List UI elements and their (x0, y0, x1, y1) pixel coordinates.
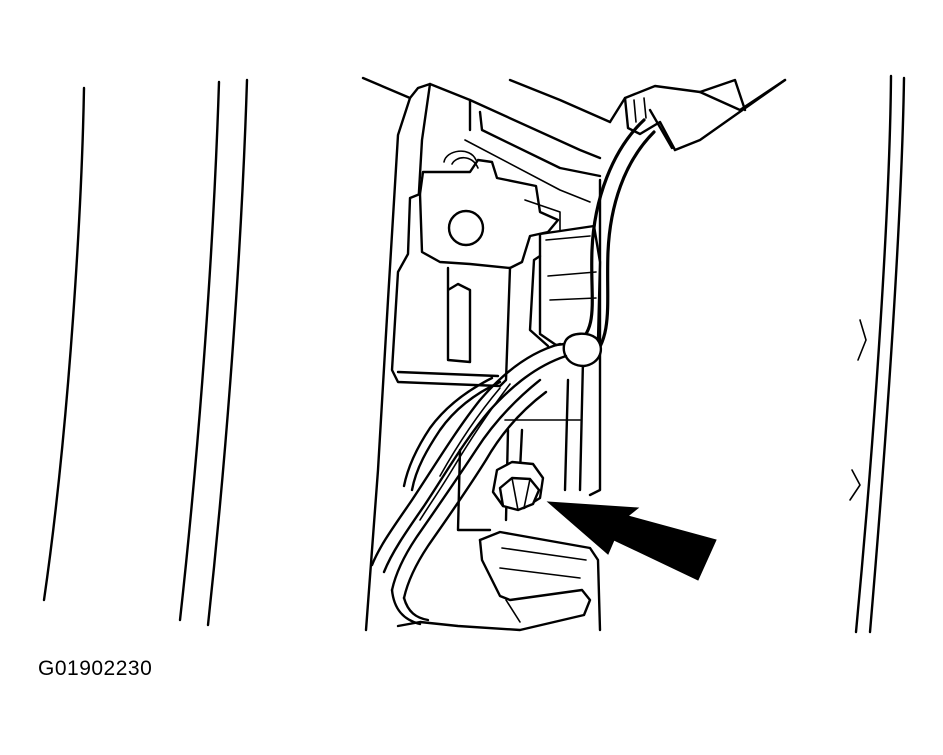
wire-harness (370, 108, 674, 626)
left-trim-panel (42, 78, 249, 627)
pointer-arrow (546, 501, 717, 581)
mounting-bolt (491, 460, 545, 512)
electrical-connector (390, 150, 561, 388)
lower-panel (396, 530, 602, 632)
right-pillar (849, 74, 906, 634)
figure-id-label: G01902230 (38, 657, 153, 680)
